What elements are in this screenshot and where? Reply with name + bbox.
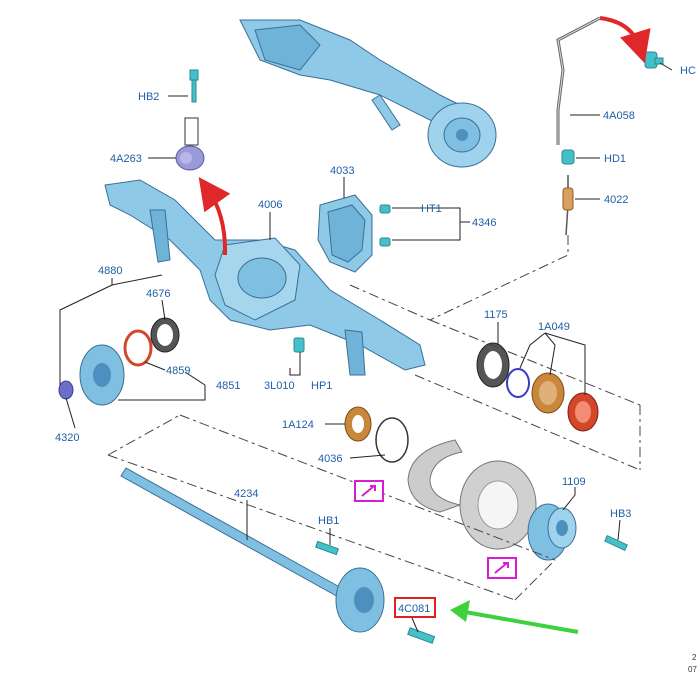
- hub-1109: [527, 503, 577, 561]
- nut-1a124: [344, 406, 372, 442]
- label-4320: 4320: [55, 432, 79, 444]
- phantom-lines: [107, 235, 641, 601]
- bolt-4320: [58, 380, 74, 400]
- red-arrow-housing: [198, 177, 231, 256]
- note-icon-box-2: [487, 557, 517, 579]
- highlight-box-4c081: [394, 597, 436, 618]
- bearing-race-1a049: [531, 372, 565, 414]
- backing-plate: [407, 439, 463, 513]
- cover-4033: [317, 194, 373, 273]
- o-ring-1a049: [506, 368, 530, 398]
- label-4036: 4036: [318, 453, 342, 465]
- label-hb3: HB3: [610, 508, 631, 520]
- label-4a263: 4A263: [110, 153, 142, 165]
- corner-text-1: 2: [692, 653, 697, 662]
- bolt-hb1: [314, 540, 340, 556]
- label-1175: 1175: [484, 309, 508, 321]
- top-axle-assembly: [239, 19, 497, 168]
- label-hb2: HB2: [138, 91, 159, 103]
- label-4676: 4676: [146, 288, 170, 300]
- brake-rotor: [459, 460, 537, 550]
- label-4006: 4006: [258, 199, 282, 211]
- 4a263-bracket: [175, 117, 205, 171]
- label-hp1: HP1: [311, 380, 332, 392]
- label-4a058: 4A058: [603, 110, 635, 122]
- label-3l010: 3L010: [264, 380, 295, 392]
- label-4234: 4234: [234, 488, 258, 500]
- seal-1175: [476, 342, 510, 388]
- label-1a124: 1A124: [282, 419, 314, 431]
- ring-4036: [375, 417, 409, 463]
- seal-1a049-red: [567, 392, 599, 432]
- label-4859: 4859: [166, 365, 190, 377]
- callout-labels: HC HB2 4A058 4A263 HD1 4033 4022 4006 HT…: [55, 65, 696, 615]
- green-arrow: [450, 600, 579, 634]
- ht1-plug: [379, 204, 391, 247]
- label-4033: 4033: [330, 165, 354, 177]
- hub-4851: [79, 344, 125, 406]
- leader-lines: [59, 62, 673, 633]
- label-4c081: 4C081: [398, 603, 430, 615]
- label-hc: HC: [680, 65, 696, 77]
- label-ht1: HT1: [421, 203, 442, 215]
- label-4022: 4022: [604, 194, 628, 206]
- label-hb1: HB1: [318, 515, 339, 527]
- breather-3l010: [293, 337, 305, 353]
- hd1-fitting: [561, 149, 575, 165]
- hb2-bolt: [189, 69, 199, 103]
- label-4880: 4880: [98, 265, 122, 277]
- seal-4676: [150, 317, 180, 353]
- bolt-hb3: [604, 534, 628, 552]
- label-1a049: 1A049: [538, 321, 570, 333]
- label-1109: 1109: [562, 476, 586, 488]
- label-4346: 4346: [472, 217, 496, 229]
- bearing-4859: [123, 329, 153, 367]
- note-icon-box-1: [354, 480, 384, 502]
- axle-housing-4006: [104, 179, 426, 376]
- axle-shaft-4234: [120, 467, 385, 633]
- corner-text-2: 07: [688, 665, 697, 674]
- hc-fitting: [644, 51, 664, 69]
- stud-4c081: [407, 627, 436, 644]
- label-4851: 4851: [216, 380, 240, 392]
- red-arrow-top-right: [599, 16, 651, 64]
- label-hd1: HD1: [604, 153, 626, 165]
- 4022-fitting: [562, 187, 574, 211]
